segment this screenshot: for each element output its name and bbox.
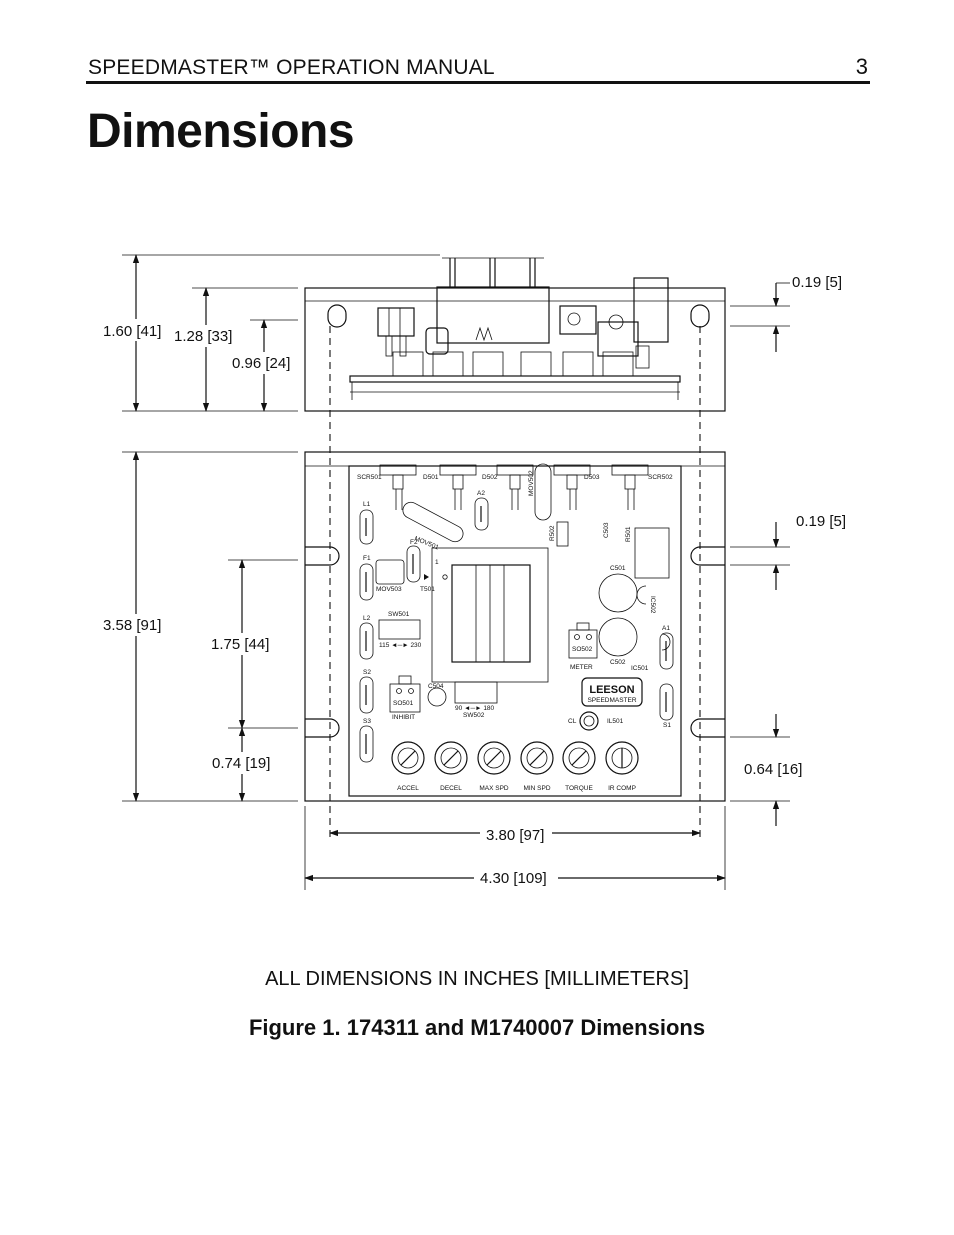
side-pcb [349,375,681,383]
mount-notch-left-lower [305,718,340,738]
label-d501: D501 [423,474,439,481]
label-so502: SO502 [572,646,593,653]
page-title: Dimensions [87,105,355,158]
dim-slot-top: 0.19 [5] [792,274,842,291]
page-number: 3 [855,54,868,79]
label-l1: L1 [363,501,371,508]
units-note: ALL DIMENSIONS IN INCHES [MILLIMETERS] [265,968,689,990]
dim-mount-height: 0.96 [24] [232,355,290,372]
label-c501: C501 [610,565,626,572]
label-so501: SO501 [393,700,414,707]
dim-overall-width: 4.30 [109] [480,870,547,887]
label-pin1: 1 [435,559,439,566]
mount-notch-right-lower [690,718,725,738]
mount-notch-right-upper [690,546,725,566]
label-d503: D503 [584,474,600,481]
heatsink-outline [304,451,726,802]
pot-maxspd-label: MAX SPD [479,785,509,792]
logo-brand: LEESON [589,684,634,696]
pot-accel-label: ACCEL [397,785,419,792]
label-f2: F2 [410,539,418,546]
label-f1: F1 [363,555,371,562]
side-mount-slot-right [690,304,710,328]
manual-header-title: SPEEDMASTER™ OPERATION MANUAL [88,56,495,79]
label-s3: S3 [363,718,371,725]
header-rule [86,81,870,84]
label-r501: R501 [625,526,632,542]
label-inhibit: INHIBIT [392,714,415,721]
dimension-lines [122,254,790,890]
label-il501: IL501 [607,718,624,725]
dim-heatsink-height: 1.28 [33] [174,328,232,345]
label-c503: C503 [603,522,610,538]
label-a1: A1 [662,625,670,632]
label-s2: S2 [363,669,371,676]
label-ic501: IC501 [631,665,649,672]
label-mov503: MOV503 [376,586,402,593]
side-heatsink-outline [304,287,726,412]
dim-mount-width: 3.80 [97] [486,827,544,844]
label-meter: METER [570,664,593,671]
pot-minspd-label: MIN SPD [523,785,550,792]
figure-caption: Figure 1. 174311 and M1740007 Dimensions [248,1015,706,1040]
dim-overall-height: 1.60 [41] [103,323,161,340]
side-transformer [436,286,550,344]
label-ic502: IC502 [649,596,656,614]
label-sw502: SW502 [463,712,485,719]
dim-mount-spacing: 1.75 [44] [211,636,269,653]
top-view: SCR501 D501 D502 D503 SCR502 MOV502 A2 R… [304,451,726,802]
mount-notch-left-upper [305,546,340,566]
side-view [304,257,726,412]
label-d502: D502 [482,474,498,481]
label-sw501-selector: 115 ◄─► 230 [379,642,422,649]
dim-slot-bottom: 0.64 [16] [744,761,802,778]
label-t501: T501 [420,586,435,593]
label-s1: S1 [663,722,671,729]
label-l2: L2 [363,615,371,622]
dim-mount-offset: 0.74 [19] [212,755,270,772]
mov501-component [402,501,464,543]
dim-slot-side: 0.19 [5] [796,513,846,530]
pot-ircomp-label: IR COMP [608,785,636,792]
mov502-component [534,463,552,521]
label-c502: C502 [610,659,626,666]
dim-overall-length: 3.58 [91] [103,617,161,634]
control-board [348,465,682,797]
potentiometer-row: ACCEL DECEL MAX SPD MIN SPD TORQUE IR CO… [391,741,639,792]
label-a2: A2 [477,490,485,497]
label-scr502: SCR502 [648,474,673,481]
label-mov502: MOV502 [528,470,535,496]
label-sw501: SW501 [388,611,410,618]
label-c504: C504 [428,683,444,690]
label-cl: CL [568,718,577,725]
label-r502: R502 [549,525,556,541]
pot-torque-label: TORQUE [565,785,593,792]
pot-decel-label: DECEL [440,785,462,792]
label-scr501: SCR501 [357,474,382,481]
leeson-logo [581,677,643,707]
label-sw502-selector: 90 ◄─► 180 [455,705,495,712]
logo-subtitle: SPEEDMASTER [587,697,636,704]
side-mount-slot-left [327,304,347,328]
